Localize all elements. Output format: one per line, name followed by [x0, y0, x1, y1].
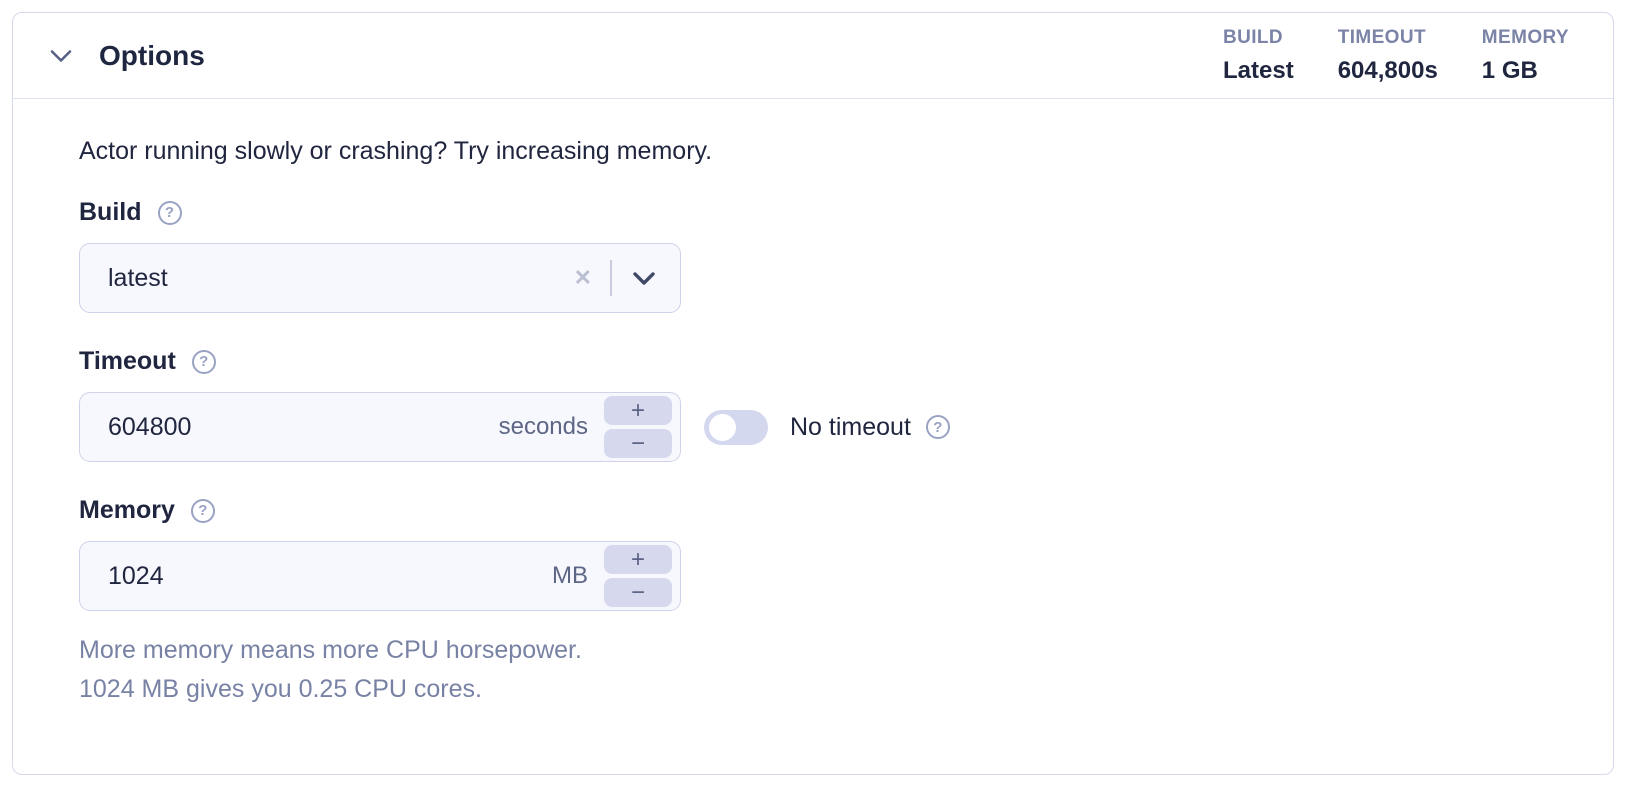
- build-help-icon[interactable]: ?: [157, 200, 182, 225]
- select-divider: [610, 260, 612, 296]
- memory-unit: MB: [552, 562, 588, 589]
- toggle-knob: [709, 413, 736, 441]
- stat-memory: MEMORY 1 GB: [1482, 27, 1569, 85]
- timeout-row: seconds + − No timeout ?: [79, 392, 1547, 462]
- options-panel: Options BUILD Latest TIMEOUT 604,800s ME…: [12, 12, 1614, 775]
- build-label-row: Build ?: [79, 198, 1547, 227]
- memory-label: Memory: [79, 496, 175, 524]
- timeout-increment-button[interactable]: +: [604, 396, 672, 425]
- no-timeout-label: No timeout: [790, 412, 911, 441]
- memory-label-row: Memory ?: [79, 496, 1547, 525]
- stat-memory-label: MEMORY: [1481, 26, 1569, 48]
- build-select[interactable]: ✕: [79, 243, 681, 313]
- memory-input-box: MB + −: [79, 541, 681, 611]
- build-label: Build: [79, 198, 142, 226]
- options-panel-body: Actor running slowly or crashing? Try in…: [13, 99, 1613, 709]
- stat-build-label: BUILD: [1223, 26, 1284, 48]
- memory-help-icon[interactable]: ?: [190, 498, 215, 523]
- no-timeout-help-icon[interactable]: ?: [925, 415, 950, 439]
- timeout-input-box: seconds + −: [79, 392, 681, 462]
- stat-timeout: TIMEOUT 604,800s: [1338, 27, 1438, 85]
- stat-build: BUILD Latest: [1223, 27, 1294, 85]
- timeout-decrement-button[interactable]: −: [604, 429, 672, 458]
- build-input[interactable]: [108, 263, 574, 293]
- summary-stats: BUILD Latest TIMEOUT 604,800s MEMORY 1 G…: [1223, 27, 1569, 85]
- panel-title: Options: [99, 39, 205, 71]
- stat-memory-value: 1 GB: [1481, 56, 1538, 84]
- timeout-label-row: Timeout ?: [79, 347, 1547, 376]
- timeout-help-icon[interactable]: ?: [191, 349, 216, 374]
- memory-helper-line-2: 1024 MB gives you 0.25 CPU cores.: [79, 675, 482, 703]
- memory-decrement-button[interactable]: −: [604, 578, 672, 607]
- stat-timeout-label: TIMEOUT: [1337, 26, 1426, 48]
- timeout-stepper: + −: [604, 396, 672, 458]
- no-timeout-toggle[interactable]: [704, 409, 768, 445]
- memory-stepper: + −: [604, 545, 672, 607]
- chevron-down-icon[interactable]: [628, 267, 660, 290]
- intro-text: Actor running slowly or crashing? Try in…: [79, 137, 713, 165]
- collapse-chevron-icon[interactable]: [47, 42, 75, 70]
- clear-icon[interactable]: ✕: [573, 265, 592, 290]
- stat-build-value: Latest: [1223, 56, 1294, 84]
- options-panel-header: Options BUILD Latest TIMEOUT 604,800s ME…: [13, 13, 1613, 99]
- memory-input[interactable]: [108, 561, 552, 591]
- timeout-label: Timeout: [79, 347, 176, 375]
- timeout-input[interactable]: [108, 412, 499, 442]
- memory-helper-line-1: More memory means more CPU horsepower.: [79, 636, 582, 664]
- timeout-unit: seconds: [498, 413, 588, 440]
- stat-timeout-value: 604,800s: [1337, 56, 1438, 84]
- memory-increment-button[interactable]: +: [604, 545, 672, 574]
